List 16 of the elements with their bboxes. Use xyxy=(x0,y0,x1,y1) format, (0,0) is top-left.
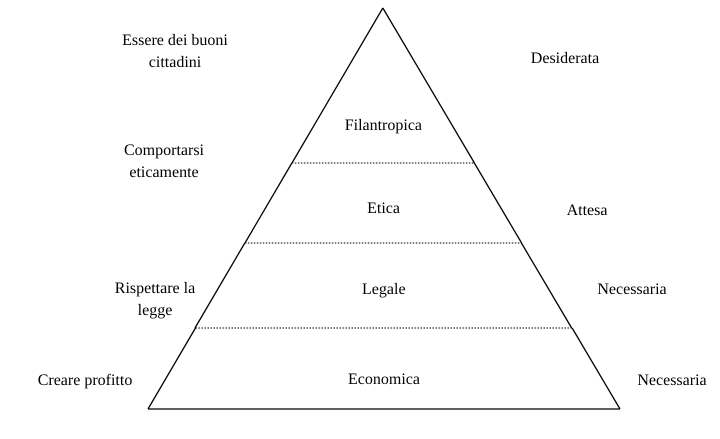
responsibility-description: Comportarsi eticamente xyxy=(123,141,205,183)
tier-label: Etica xyxy=(366,200,402,218)
pyramid-tier xyxy=(292,8,475,163)
expectation-label: Attesa xyxy=(566,201,608,221)
responsibility-description: Essere dei buoni cittadini xyxy=(121,31,229,73)
pyramid-tier xyxy=(148,328,620,409)
pyramid-tier xyxy=(195,243,572,328)
expectation-label: Desiderata xyxy=(530,49,600,69)
pyramid-tier xyxy=(245,163,522,243)
tier-label: Economica xyxy=(347,371,421,389)
responsibility-description: Rispettare la legge xyxy=(114,279,196,321)
expectation-label: Necessaria xyxy=(596,280,668,300)
responsibility-description: Creare profitto xyxy=(36,371,134,391)
expectation-label: Necessaria xyxy=(636,371,708,391)
tier-label: Filantropica xyxy=(344,117,424,135)
tier-label: Legale xyxy=(361,281,407,299)
